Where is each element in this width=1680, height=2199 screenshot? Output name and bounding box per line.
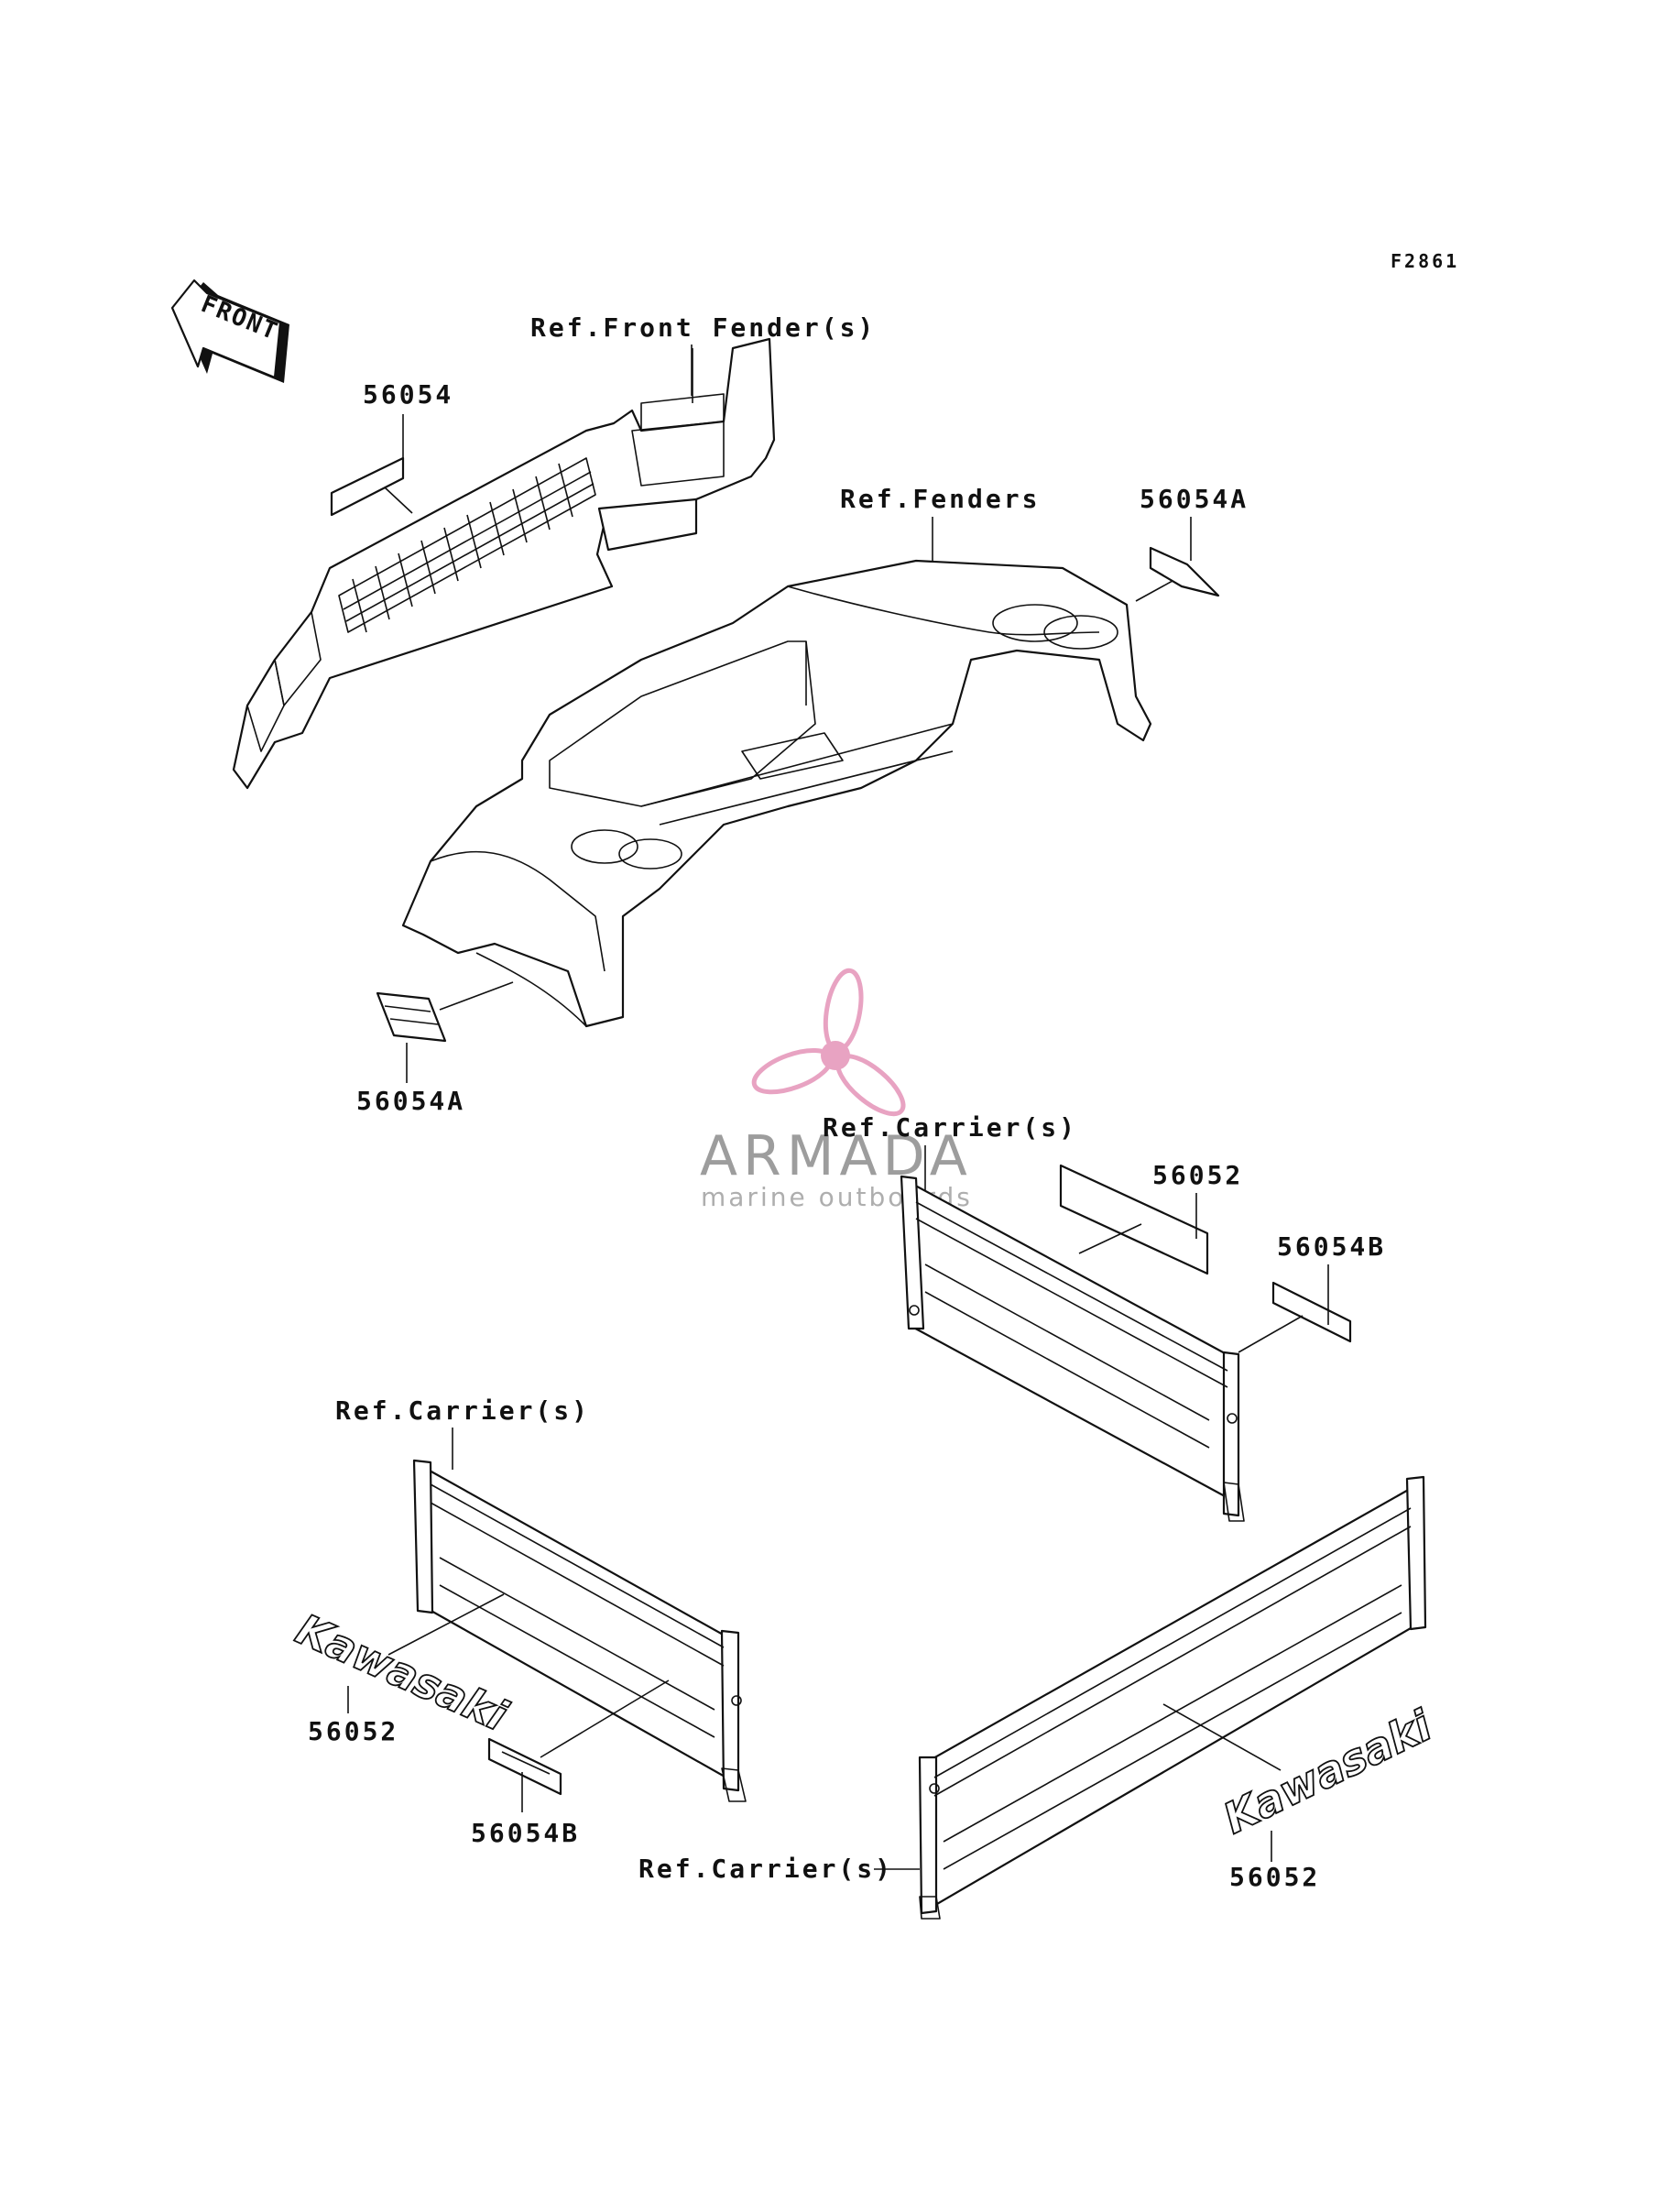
ref-carrier-left-label: Ref.Carrier(s) xyxy=(335,1395,590,1426)
watermark-title: ARMADA xyxy=(700,1124,973,1188)
decal-56054B-right xyxy=(1271,1281,1352,1343)
front-arrow-icon: FRONT xyxy=(170,279,289,383)
carrier-front-gate xyxy=(900,1175,1245,1522)
part-number-56054A-right: 56054A xyxy=(1140,484,1249,514)
decal-56054A-right xyxy=(1149,546,1220,597)
front-fender-assembly xyxy=(232,337,776,790)
decal-56054A-left xyxy=(376,991,447,1043)
decal-56054B-left xyxy=(487,1737,562,1796)
rear-fenders-body xyxy=(401,559,1152,1028)
part-number-56054A-left: 56054A xyxy=(356,1086,465,1116)
part-number-56052-left: 56052 xyxy=(308,1716,398,1746)
armada-watermark: ARMADA marine outboards xyxy=(700,968,973,1212)
ref-front-fender-label: Ref.Front Fender(s) xyxy=(530,312,876,343)
carrier-side-gate xyxy=(412,1459,747,1802)
part-number-56054-front: 56054 xyxy=(363,379,453,410)
part-number-56052-top: 56052 xyxy=(1152,1160,1243,1190)
propeller-icon xyxy=(751,968,906,1117)
part-number-56052-bottom: 56052 xyxy=(1229,1862,1320,1892)
ref-fenders-label: Ref.Fenders xyxy=(840,484,1040,514)
part-number-56054B-left: 56054B xyxy=(471,1818,580,1848)
decal-56052-top xyxy=(1059,1164,1209,1275)
figure-code: F2861 xyxy=(1391,250,1459,272)
decal-56054-front xyxy=(330,456,405,517)
carrier-tailgate xyxy=(918,1475,1427,1920)
ref-carrier-top-label: Ref.Carrier(s) xyxy=(823,1112,1077,1143)
part-number-56054B-right: 56054B xyxy=(1277,1231,1386,1262)
ref-carrier-bottom-label: Ref.Carrier(s) xyxy=(638,1854,893,1884)
